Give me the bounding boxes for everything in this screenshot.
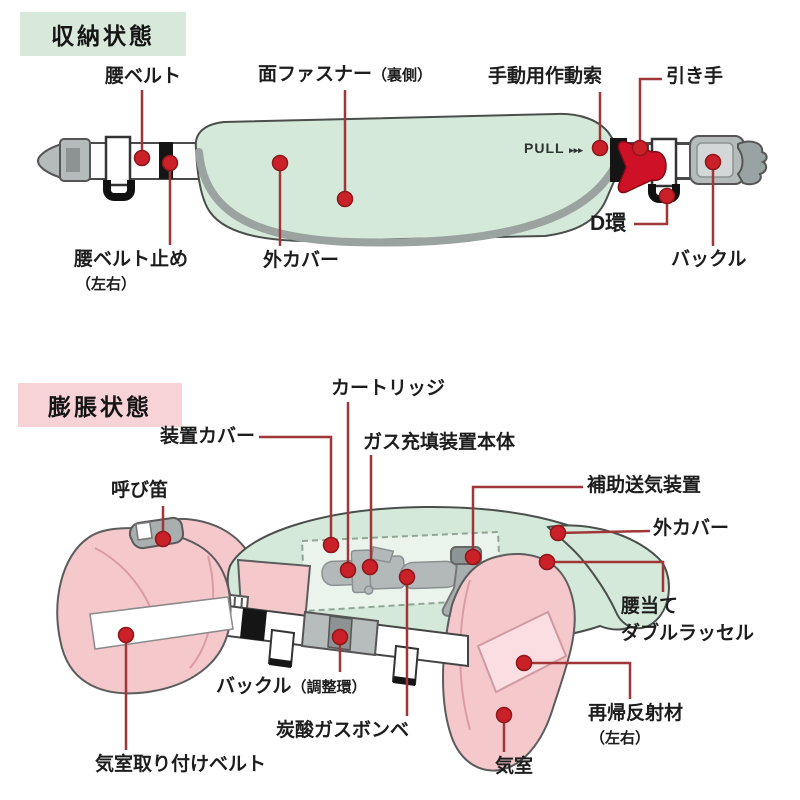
label-belt-stopper-note: （左右） [76, 276, 137, 293]
marker-chamber-belt [117, 626, 135, 644]
marker-adjuster-buckle [331, 628, 349, 646]
reflector-patch [476, 610, 568, 694]
marker-dots [117, 139, 722, 724]
marker-gas-device [361, 558, 379, 576]
marker-waist-pad [538, 553, 556, 571]
label-waist-belt: 腰ベルト [105, 66, 182, 87]
marker-whistle [154, 530, 172, 548]
label-reflector-note: （左右） [590, 730, 651, 747]
marker-outer-cover-2 [549, 524, 567, 542]
marker-belt-stopper [161, 154, 179, 172]
marker-waist-belt [133, 149, 151, 167]
marker-manual-cord [591, 139, 609, 157]
section-header-inflated: 膨脹状態 [18, 383, 182, 427]
outer-cover-pouch [194, 112, 622, 243]
belt-loop-left [103, 135, 135, 201]
label-cartridge: カートリッジ [331, 378, 446, 399]
label-reflector: 再帰反射材 [588, 703, 684, 724]
marker-pull-handle [631, 139, 649, 157]
label-waist-pad: 腰当て [621, 596, 679, 617]
label-outer-cover: 外カバー [263, 250, 340, 271]
label-gas-device-body: ガス充填装置本体 [363, 432, 516, 453]
velcro-rim-band [195, 148, 618, 247]
label-aux-air-device: 補助送気装置 [587, 475, 702, 496]
label-co2-cylinder: 炭酸ガスボンベ [276, 720, 410, 741]
pull-handle-shape [617, 140, 667, 194]
marker-device-cover [322, 536, 340, 554]
marker-buckle [704, 153, 722, 171]
marker-outer-cover [271, 154, 289, 172]
buckle-male-left [37, 138, 91, 182]
marker-cartridge [339, 561, 357, 579]
marker-air-chamber [495, 706, 513, 724]
label-manual-cord: 手動用作動索 [488, 66, 603, 87]
buckle-female-right [689, 135, 768, 186]
marker-aux-inflator [464, 548, 482, 566]
marker-velcro [336, 190, 354, 208]
label-buckle: バックル [671, 249, 747, 270]
label-chamber-belt: 気室取り付けベルト [95, 754, 267, 775]
label-waist-pad-2: ダブルラッセル [621, 623, 755, 644]
label-whistle: 呼び笛 [111, 480, 169, 501]
label-device-cover: 装置カバー [160, 426, 256, 447]
label-belt-stopper: 腰ベルト止め [74, 249, 189, 270]
label-pull-handle: 引き手 [666, 66, 724, 87]
label-air-chamber: 気室 [495, 756, 534, 777]
label-d-ring: D環 [590, 212, 627, 235]
pull-text: PULL ▸▸▸ [524, 140, 583, 156]
label-adjuster-buckle: バックル（調整環） [216, 676, 367, 697]
marker-reflector [515, 654, 533, 672]
label-outer-cover-2: 外カバー [653, 518, 730, 539]
section-header-stowed: 収納状態 [20, 12, 186, 56]
marker-d-ring [658, 187, 676, 205]
outer-cover-flap [546, 524, 670, 630]
marker-co2-cylinder [398, 568, 416, 586]
leader-lines [124, 77, 715, 752]
label-velcro: 面ファスナー（裏側） [258, 64, 433, 85]
